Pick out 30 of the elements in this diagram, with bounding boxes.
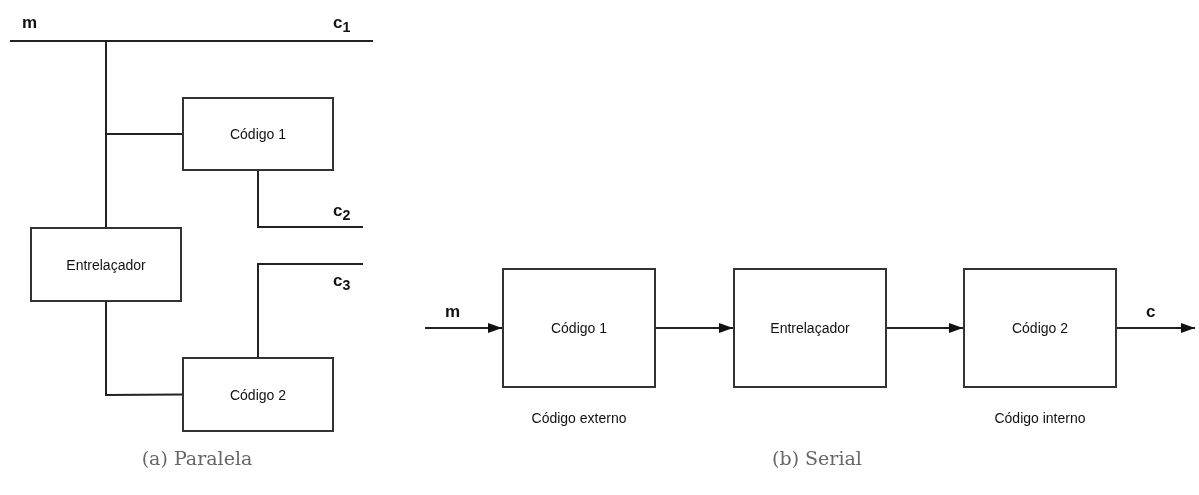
signal-label: c$_{3}$ bbox=[333, 272, 351, 293]
subfigure-caption: (b) Serial bbox=[772, 447, 862, 469]
process-box bbox=[30, 227, 182, 302]
signal-label: c$_{1}$ bbox=[333, 14, 351, 35]
box-label: Código 1 bbox=[229, 126, 286, 142]
signal-label: m bbox=[22, 14, 38, 31]
arrow bbox=[886, 323, 964, 333]
signal-label: m bbox=[445, 303, 461, 320]
connector-line bbox=[257, 170, 364, 228]
arrow bbox=[1116, 323, 1196, 333]
process-box bbox=[182, 357, 334, 432]
process-box bbox=[182, 97, 334, 171]
box-label: Entrelaçador bbox=[770, 320, 850, 336]
process-box bbox=[502, 268, 656, 388]
connector-line bbox=[257, 263, 364, 358]
connector-line bbox=[105, 301, 183, 396]
subfigure-caption: (a) Paralela bbox=[141, 447, 253, 469]
box-label: Código 1 bbox=[550, 320, 607, 336]
box-label: Código 2 bbox=[1011, 320, 1068, 336]
box-caption: Código interno bbox=[994, 410, 1086, 426]
signal-label: c$_{2}$ bbox=[333, 202, 351, 223]
process-box bbox=[733, 268, 887, 388]
connector-line bbox=[9, 40, 107, 228]
box-label: Entrelaçador bbox=[66, 256, 146, 273]
arrow bbox=[424, 323, 503, 333]
arrow bbox=[655, 323, 734, 333]
box-caption: Código externo bbox=[531, 410, 627, 426]
process-box bbox=[963, 268, 1117, 388]
signal-label: c bbox=[1146, 303, 1156, 320]
box-label: Código 2 bbox=[229, 386, 286, 403]
